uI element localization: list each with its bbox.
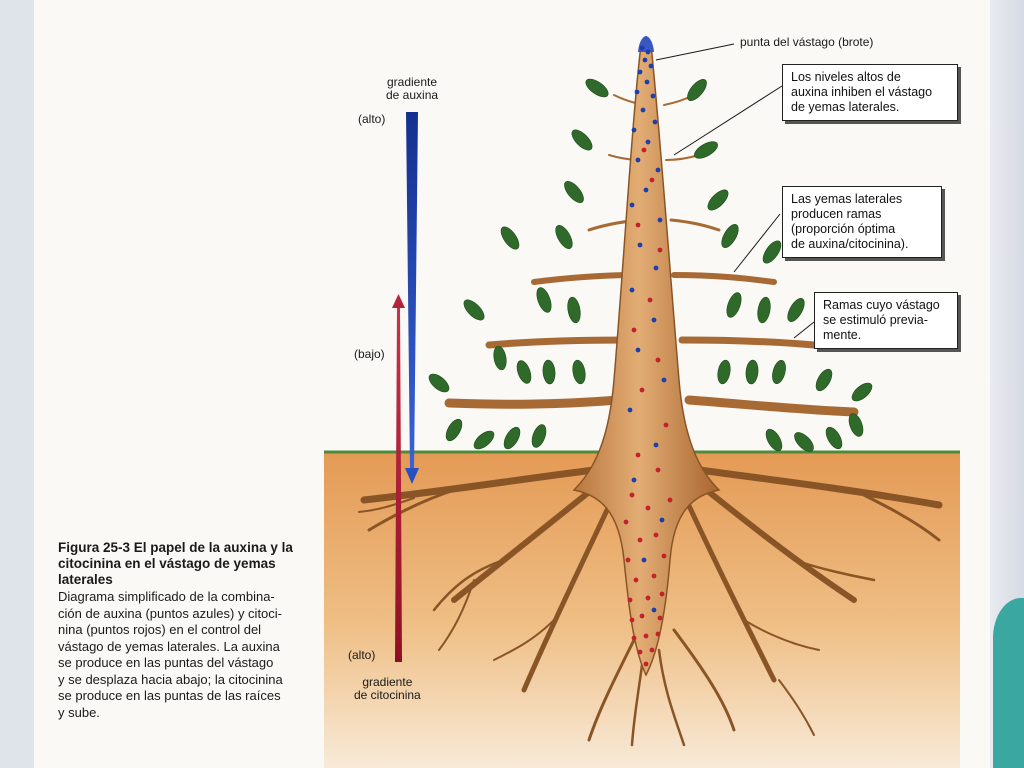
caption-body: Diagrama simplificado de la combina- ció… bbox=[58, 589, 283, 720]
auxin-gradient-label: gradiente de auxina bbox=[386, 75, 439, 103]
auxin-gradient-arrow bbox=[405, 112, 419, 484]
callout-lateral-buds: Las yemas laterales producen ramas (prop… bbox=[782, 186, 942, 258]
auxin-high-label: (alto) bbox=[358, 112, 386, 126]
leader-lines bbox=[655, 43, 815, 339]
figure-caption: Figura 25-3 El papel de la auxina y la c… bbox=[58, 540, 348, 721]
cytokinin-dots bbox=[623, 147, 673, 667]
cytokinin-gradient-arrow bbox=[392, 294, 405, 662]
callout-high-auxin: Los niveles altos de auxina inhiben el v… bbox=[782, 64, 958, 121]
auxin-dots bbox=[627, 45, 667, 613]
auxin-low-label: (bajo) bbox=[354, 347, 385, 361]
caption-title: Figura 25-3 El papel de la auxina y la c… bbox=[58, 540, 293, 587]
textbook-page: gradiente de auxina (alto) (bajo) (alto)… bbox=[34, 0, 990, 768]
plant-diagram bbox=[324, 36, 960, 768]
leaves bbox=[428, 78, 873, 452]
cytokinin-gradient-label: gradiente de citocinina bbox=[354, 675, 421, 703]
shoot-tip-label: punta del vástago (brote) bbox=[740, 35, 874, 49]
branches bbox=[444, 94, 859, 417]
cytokinin-high-label: (alto) bbox=[348, 648, 376, 662]
callout-branches: Ramas cuyo vástago se estimuló previa- m… bbox=[814, 292, 958, 349]
root-system bbox=[358, 466, 943, 747]
trunk bbox=[572, 44, 721, 677]
accent-tab bbox=[993, 598, 1024, 768]
